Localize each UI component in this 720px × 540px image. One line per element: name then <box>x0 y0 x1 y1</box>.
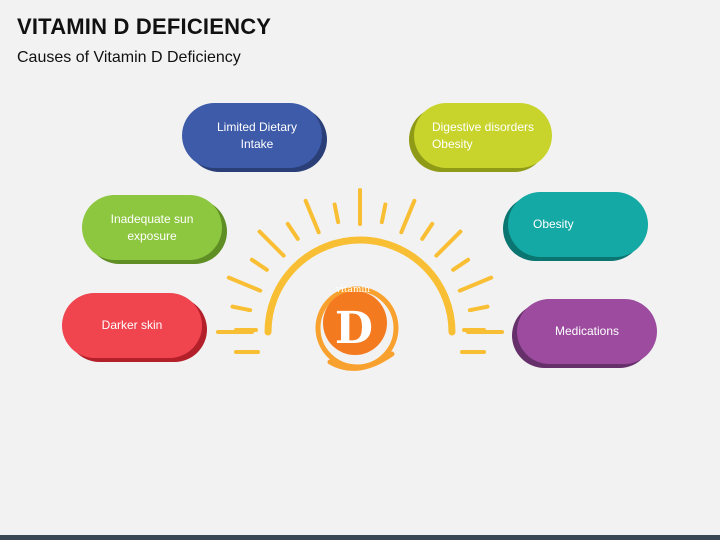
cause-label: Limited Dietary Intake <box>216 119 298 151</box>
vitamin-badge-icon: vitamin D <box>315 285 399 371</box>
sun-arc <box>264 236 456 336</box>
badge-small-text: vitamin <box>335 285 370 295</box>
sun-ray <box>226 275 263 293</box>
sun-ray <box>457 275 494 293</box>
page-subtitle: Causes of Vitamin D Deficiency <box>17 49 241 66</box>
sun-ray <box>399 198 417 235</box>
badge-big-text: D <box>335 303 373 354</box>
sun-ray <box>379 202 388 225</box>
cause-label: Darker skin <box>101 318 163 332</box>
cause-label: Inadequate sun exposure <box>110 211 194 243</box>
sun-ray <box>467 304 490 313</box>
sun-ray <box>451 257 471 272</box>
sun-ray <box>332 202 341 225</box>
footer-bar <box>0 535 720 540</box>
cause-label: Obesity <box>533 217 574 231</box>
cause-pill-darker-skin: Darker skin <box>62 293 202 358</box>
cause-pill-digestive-disorders: Digestive disorders Obesity <box>414 103 552 168</box>
cause-pill-inadequate-sun-exposure: Inadequate sun exposure <box>82 195 222 260</box>
sun-ray <box>257 229 286 258</box>
sun-rays <box>216 188 504 354</box>
sun-ray <box>249 257 269 272</box>
cause-label: Medications <box>554 324 620 338</box>
sun-ray <box>285 221 300 241</box>
page-title: VITAMIN D DEFICIENCY <box>17 14 272 39</box>
cause-pill-limited-dietary-intake: Limited Dietary Intake <box>182 103 322 168</box>
cause-pill-obesity: Obesity <box>508 192 648 257</box>
cause-pill-medications: Medications <box>517 299 657 364</box>
sun-ray <box>230 304 253 313</box>
sun-ray <box>303 198 321 235</box>
sun-ray <box>420 221 435 241</box>
sun-ray <box>434 229 463 258</box>
cause-label: Digestive disorders Obesity <box>431 119 535 151</box>
